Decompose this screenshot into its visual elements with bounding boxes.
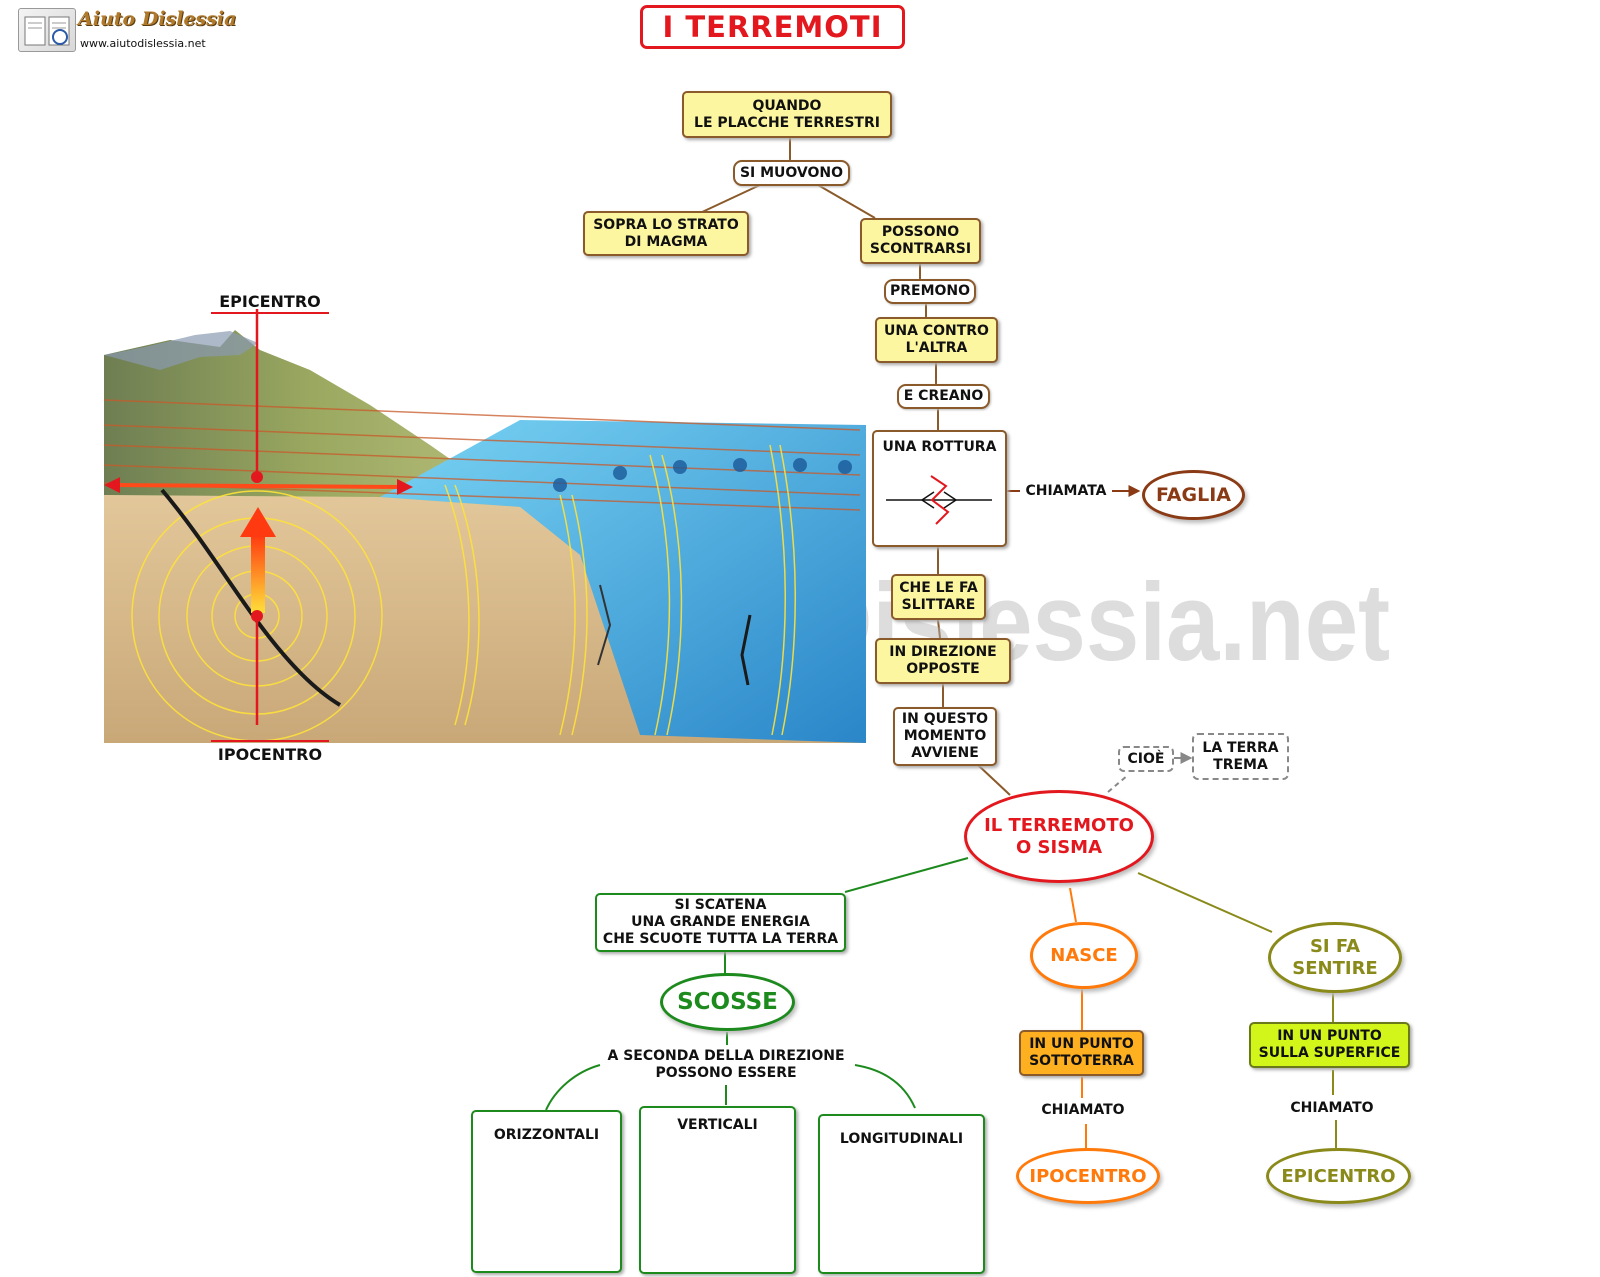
node-in-punto-sottoterra: IN UN PUNTO SOTTOTERRA	[1019, 1030, 1144, 1076]
logo-icon[interactable]	[18, 8, 76, 52]
node-si-scatena: SI SCATENA UNA GRANDE ENERGIA CHE SCUOTE…	[595, 893, 846, 952]
node-sopra-strato: SOPRA LO STRATO DI MAGMA	[583, 211, 749, 256]
node-faglia: FAGLIA	[1142, 470, 1245, 520]
node-scosse: SCOSSE	[660, 973, 795, 1031]
node-si-fa-sentire: SI FA SENTIRE	[1268, 922, 1402, 993]
node-una-rottura: UNA ROTTURA	[872, 430, 1007, 547]
logo-name: Aiuto Dislessia	[78, 8, 237, 30]
node-cioe: CIOÈ	[1118, 746, 1174, 772]
orizzontali-label: ORIZZONTALI	[493, 1127, 600, 1143]
node-si-muovono: SI MUOVONO	[733, 160, 850, 186]
node-nasce: NASCE	[1030, 922, 1138, 989]
label-chiamato-2: CHIAMATO	[1290, 1099, 1374, 1116]
node-possono-scontrarsi: POSSONO SCONTRARSI	[860, 218, 981, 264]
node-in-punto-superfice: IN UN PUNTO SULLA SUPERFICE	[1249, 1022, 1410, 1068]
earthquake-illustration	[100, 295, 870, 765]
logo-url: www.aiutodislessia.net	[80, 37, 206, 50]
node-premono: PREMONO	[884, 279, 976, 304]
label-chiamato-1: CHIAMATO	[1041, 1101, 1125, 1118]
fault-icon	[886, 475, 992, 525]
image-label-ipocentro: IPOCENTRO	[211, 740, 329, 764]
label-a-seconda: A SECONDA DELLA DIREZIONE POSSONO ESSERE	[607, 1048, 845, 1081]
longitudinali-label: LONGITUDINALI	[839, 1131, 964, 1147]
box-longitudinali: LONGITUDINALI	[818, 1114, 985, 1274]
node-terremoto: IL TERREMOTO O SISMA	[964, 790, 1154, 883]
node-in-direzione: IN DIREZIONE OPPOSTE	[875, 638, 1011, 684]
verticali-label: VERTICALI	[677, 1117, 758, 1133]
node-che-le-fa: CHE LE FA SLITTARE	[891, 574, 986, 620]
node-e-creano: E CREANO	[897, 384, 990, 409]
node-in-questo: IN QUESTO MOMENTO AVVIENE	[893, 707, 997, 766]
label-chiamata: CHIAMATA	[1025, 482, 1107, 499]
node-una-contro: UNA CONTRO L'ALTRA	[875, 317, 998, 363]
node-ipocentro: IPOCENTRO	[1016, 1148, 1160, 1204]
node-la-terra: LA TERRA TREMA	[1192, 733, 1289, 780]
node-quando: QUANDO LE PLACCHE TERRESTRI	[682, 91, 892, 138]
node-epicentro: EPICENTRO	[1266, 1148, 1411, 1204]
box-orizzontali: ORIZZONTALI	[471, 1110, 622, 1273]
box-verticali: VERTICALI	[639, 1106, 796, 1274]
image-label-epicentro: EPICENTRO	[211, 292, 329, 314]
page-title: I TERREMOTI	[640, 5, 905, 49]
una-rottura-label: UNA ROTTURA	[882, 439, 997, 455]
